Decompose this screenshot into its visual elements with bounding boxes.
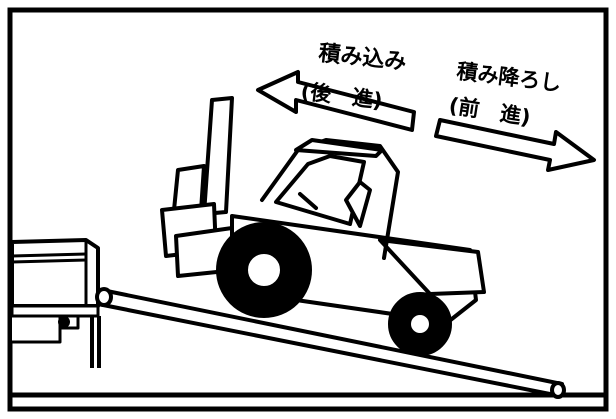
forklift-loading-diagram: 積み込み (後 進) 積み降ろし (前 進) bbox=[0, 0, 616, 419]
illustration-frame: 積み込み (後 進) 積み降ろし (前 進) bbox=[0, 0, 616, 419]
